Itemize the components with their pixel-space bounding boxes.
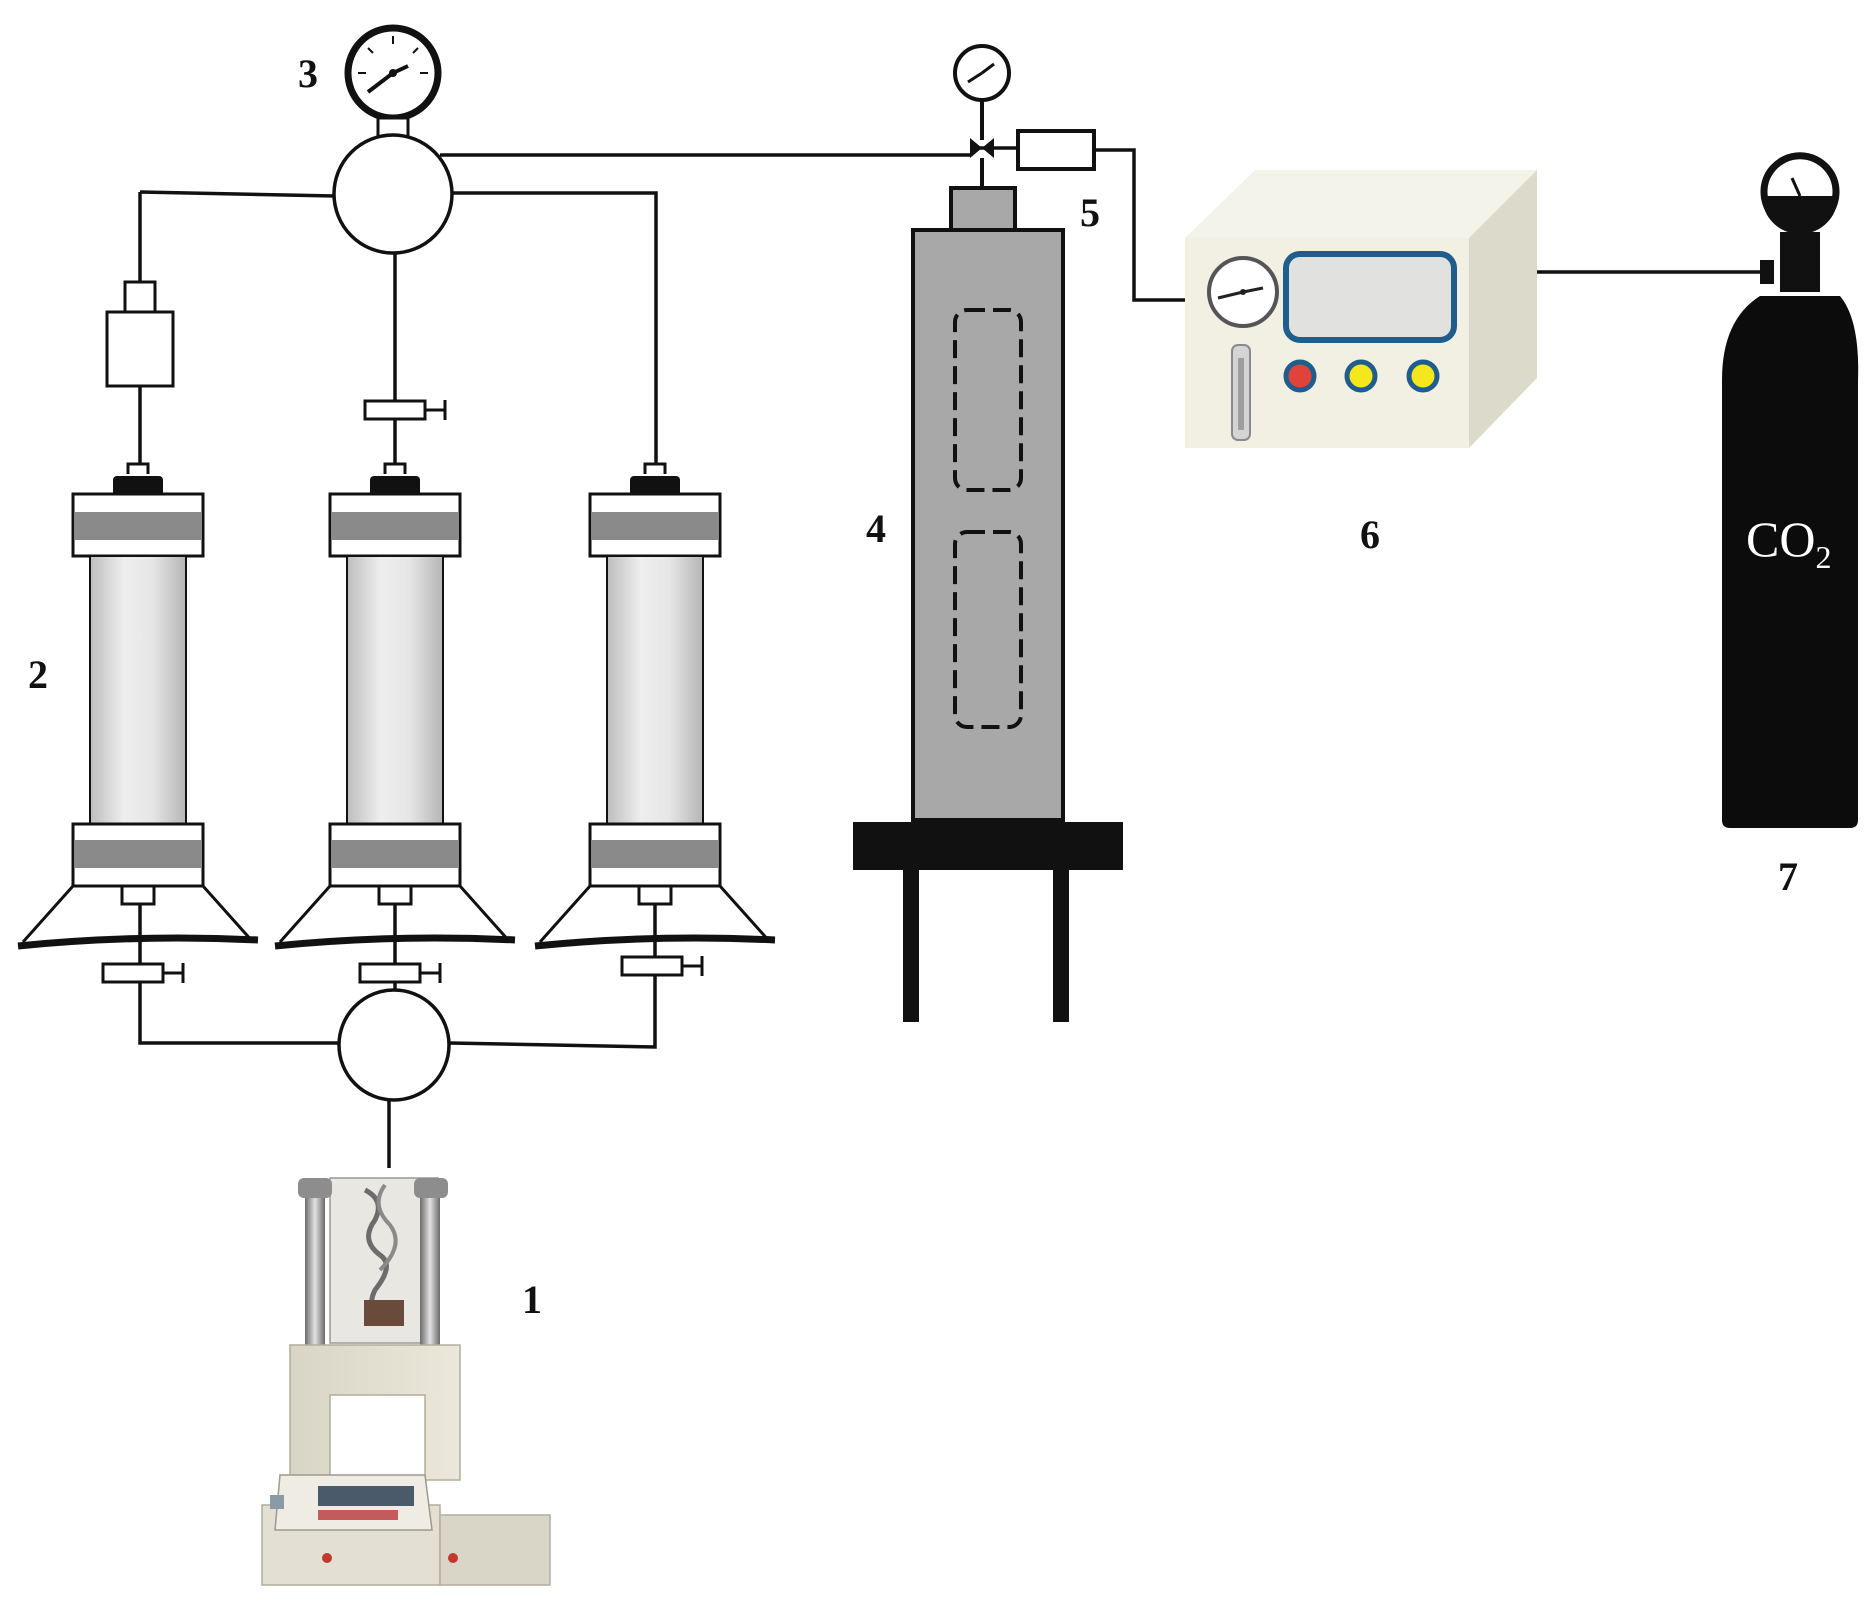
needle-valve-icon [363, 398, 447, 422]
needle-valve-icon [358, 961, 442, 985]
gas-formula-sub: 2 [1815, 539, 1831, 575]
gauge-ticks [358, 36, 428, 74]
reactor-vessel [853, 44, 1123, 1022]
label-reactor: 4 [866, 506, 886, 551]
flow-element [1016, 129, 1096, 171]
gas-formula: CO2 [1746, 511, 1831, 575]
label-cylinders: 2 [28, 652, 48, 697]
label-flow-element: 5 [1080, 190, 1100, 235]
gas-formula-main: CO [1746, 511, 1815, 567]
cylinder-right [535, 464, 775, 946]
label-pump: 1 [522, 1277, 542, 1322]
filter-icon [105, 280, 175, 388]
label-controller: 6 [1360, 512, 1380, 557]
manifold-valve-icon [337, 988, 451, 1102]
yellow-button [1344, 359, 1378, 393]
needle-valve-icon [101, 961, 185, 985]
piston-cylinders [18, 464, 775, 946]
component-labels: 3 2 1 4 5 6 7 [28, 51, 1798, 1322]
syringe-pump-icon [261, 1177, 551, 1586]
label-gas-cylinder: 7 [1778, 854, 1798, 899]
label-valve-manifold: 3 [298, 51, 318, 96]
needle-valve-icon [620, 954, 704, 978]
bottom-valves [101, 954, 704, 985]
cylinder-middle [275, 464, 515, 946]
cylinder-left [18, 464, 258, 946]
controller-screen [1283, 251, 1457, 343]
top-manifold-assembly [332, 24, 454, 255]
gas-cylinder: CO2 [1722, 152, 1859, 828]
yellow-button [1406, 359, 1440, 393]
needle-valve-icon [970, 138, 994, 158]
controller-unit [1185, 170, 1537, 448]
manifold-valve-icon [332, 133, 454, 255]
red-button [1283, 359, 1317, 393]
